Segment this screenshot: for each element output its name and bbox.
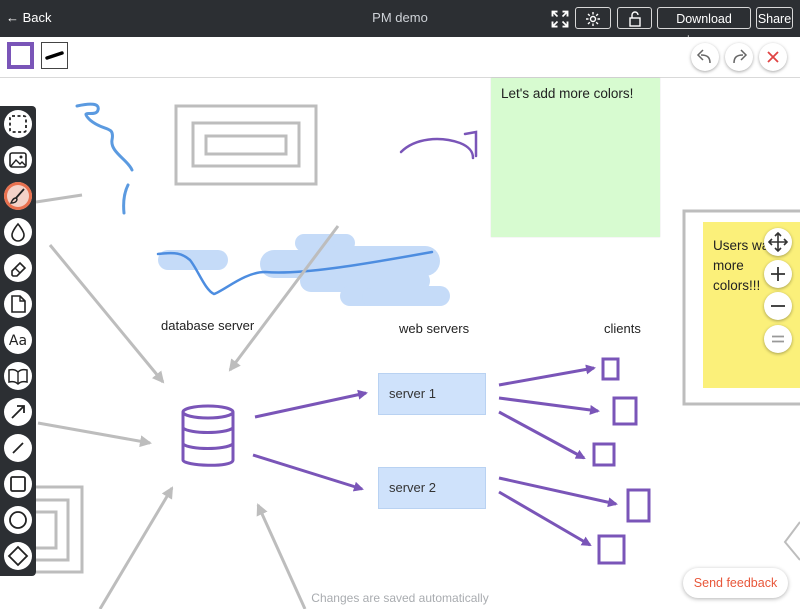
tool-note[interactable] — [4, 290, 32, 318]
shape-style-swatch[interactable] — [7, 42, 34, 69]
server-1-label: server 1 — [389, 386, 436, 401]
label-database-server: database server — [161, 318, 255, 333]
tool-diamond[interactable] — [4, 542, 32, 570]
nested-rect-sketch — [174, 104, 318, 186]
sticky-note-green-text: Let's add more colors! — [501, 86, 634, 101]
unlock-icon — [628, 11, 641, 27]
redo-icon — [733, 49, 748, 64]
close-button[interactable] — [759, 43, 787, 71]
drawing-layer — [35, 102, 800, 609]
tool-palette: Aa — [0, 106, 36, 576]
blue-squiggle — [75, 102, 134, 215]
line-icon — [12, 442, 24, 454]
pan-button[interactable] — [764, 228, 792, 256]
equals-icon — [772, 335, 784, 343]
tool-fill[interactable] — [4, 218, 32, 246]
server-2-label: server 2 — [389, 480, 436, 495]
image-icon — [9, 152, 27, 168]
circle-icon — [9, 511, 27, 529]
stroke-line-icon — [45, 51, 64, 60]
back-button[interactable]: ← Back — [6, 10, 52, 25]
tool-eraser[interactable] — [4, 254, 32, 282]
download-image-button[interactable]: Download image — [657, 7, 751, 48]
square-icon — [10, 476, 26, 492]
purple-curve-arrow — [399, 137, 475, 160]
send-feedback-button[interactable]: Send feedback — [683, 568, 788, 598]
ink-drop-icon — [11, 222, 25, 242]
drawing-canvas[interactable]: Let's add more colors! Users want more c… — [0, 78, 800, 609]
tool-select[interactable] — [4, 110, 32, 138]
share-button[interactable]: Share — [756, 7, 793, 29]
tool-text[interactable]: Aa — [4, 326, 32, 354]
blue-line-stroke — [156, 250, 434, 296]
database-icon — [181, 404, 235, 467]
arrow-icon — [11, 405, 25, 419]
back-arrow-icon: ← — [6, 10, 19, 25]
back-label: Back — [22, 10, 52, 25]
diamond-icon — [7, 545, 29, 567]
settings-button[interactable] — [575, 7, 611, 29]
style-toolbar — [0, 37, 800, 78]
move-icon — [767, 231, 789, 253]
zoom-reset-button[interactable] — [764, 325, 792, 353]
client-boxes — [592, 357, 651, 565]
gray-arrows — [37, 225, 340, 609]
text-icon: Aa — [9, 333, 27, 349]
redo-button[interactable] — [725, 43, 753, 71]
tool-brush[interactable] — [4, 182, 32, 210]
nested-rect-bottom-sketch — [36, 485, 84, 574]
plus-icon — [771, 267, 785, 281]
top-bar: ← Back PM demo Download image Share — [0, 0, 800, 48]
gear-icon — [586, 12, 600, 26]
tool-line[interactable] — [4, 434, 32, 462]
note-icon — [11, 295, 26, 313]
brush-icon — [9, 188, 25, 204]
eraser-icon — [11, 261, 27, 277]
gray-frame — [682, 209, 800, 406]
book-icon — [8, 368, 28, 386]
svg-text:Aa: Aa — [9, 333, 27, 349]
partial-shape-right — [783, 521, 800, 561]
stroke-style-swatch[interactable] — [41, 42, 68, 69]
sticky-note-yellow-text: Users want more colors!!! — [713, 238, 781, 293]
lock-button[interactable] — [617, 7, 652, 29]
undo-button[interactable] — [691, 43, 719, 71]
tool-square[interactable] — [4, 470, 32, 498]
tool-circle[interactable] — [4, 506, 32, 534]
purple-arrows — [252, 364, 618, 547]
tool-image[interactable] — [4, 146, 32, 174]
zoom-in-button[interactable] — [764, 260, 792, 288]
select-icon — [9, 115, 27, 133]
blue-highlighter — [158, 234, 450, 306]
label-web-servers: web servers — [399, 321, 470, 336]
minus-icon — [771, 305, 785, 307]
fullscreen-icon[interactable] — [550, 9, 570, 29]
server-2-box[interactable]: server 2 — [378, 467, 486, 509]
tool-arrow[interactable] — [4, 398, 32, 426]
tool-book[interactable] — [4, 362, 32, 390]
undo-icon — [696, 49, 711, 64]
server-1-box[interactable]: server 1 — [378, 373, 486, 415]
close-icon — [767, 51, 779, 63]
zoom-out-button[interactable] — [764, 292, 792, 320]
label-clients: clients — [604, 321, 641, 336]
sticky-note-green[interactable]: Let's add more colors! — [491, 78, 660, 237]
autosave-status: Changes are saved automatically — [311, 591, 489, 605]
